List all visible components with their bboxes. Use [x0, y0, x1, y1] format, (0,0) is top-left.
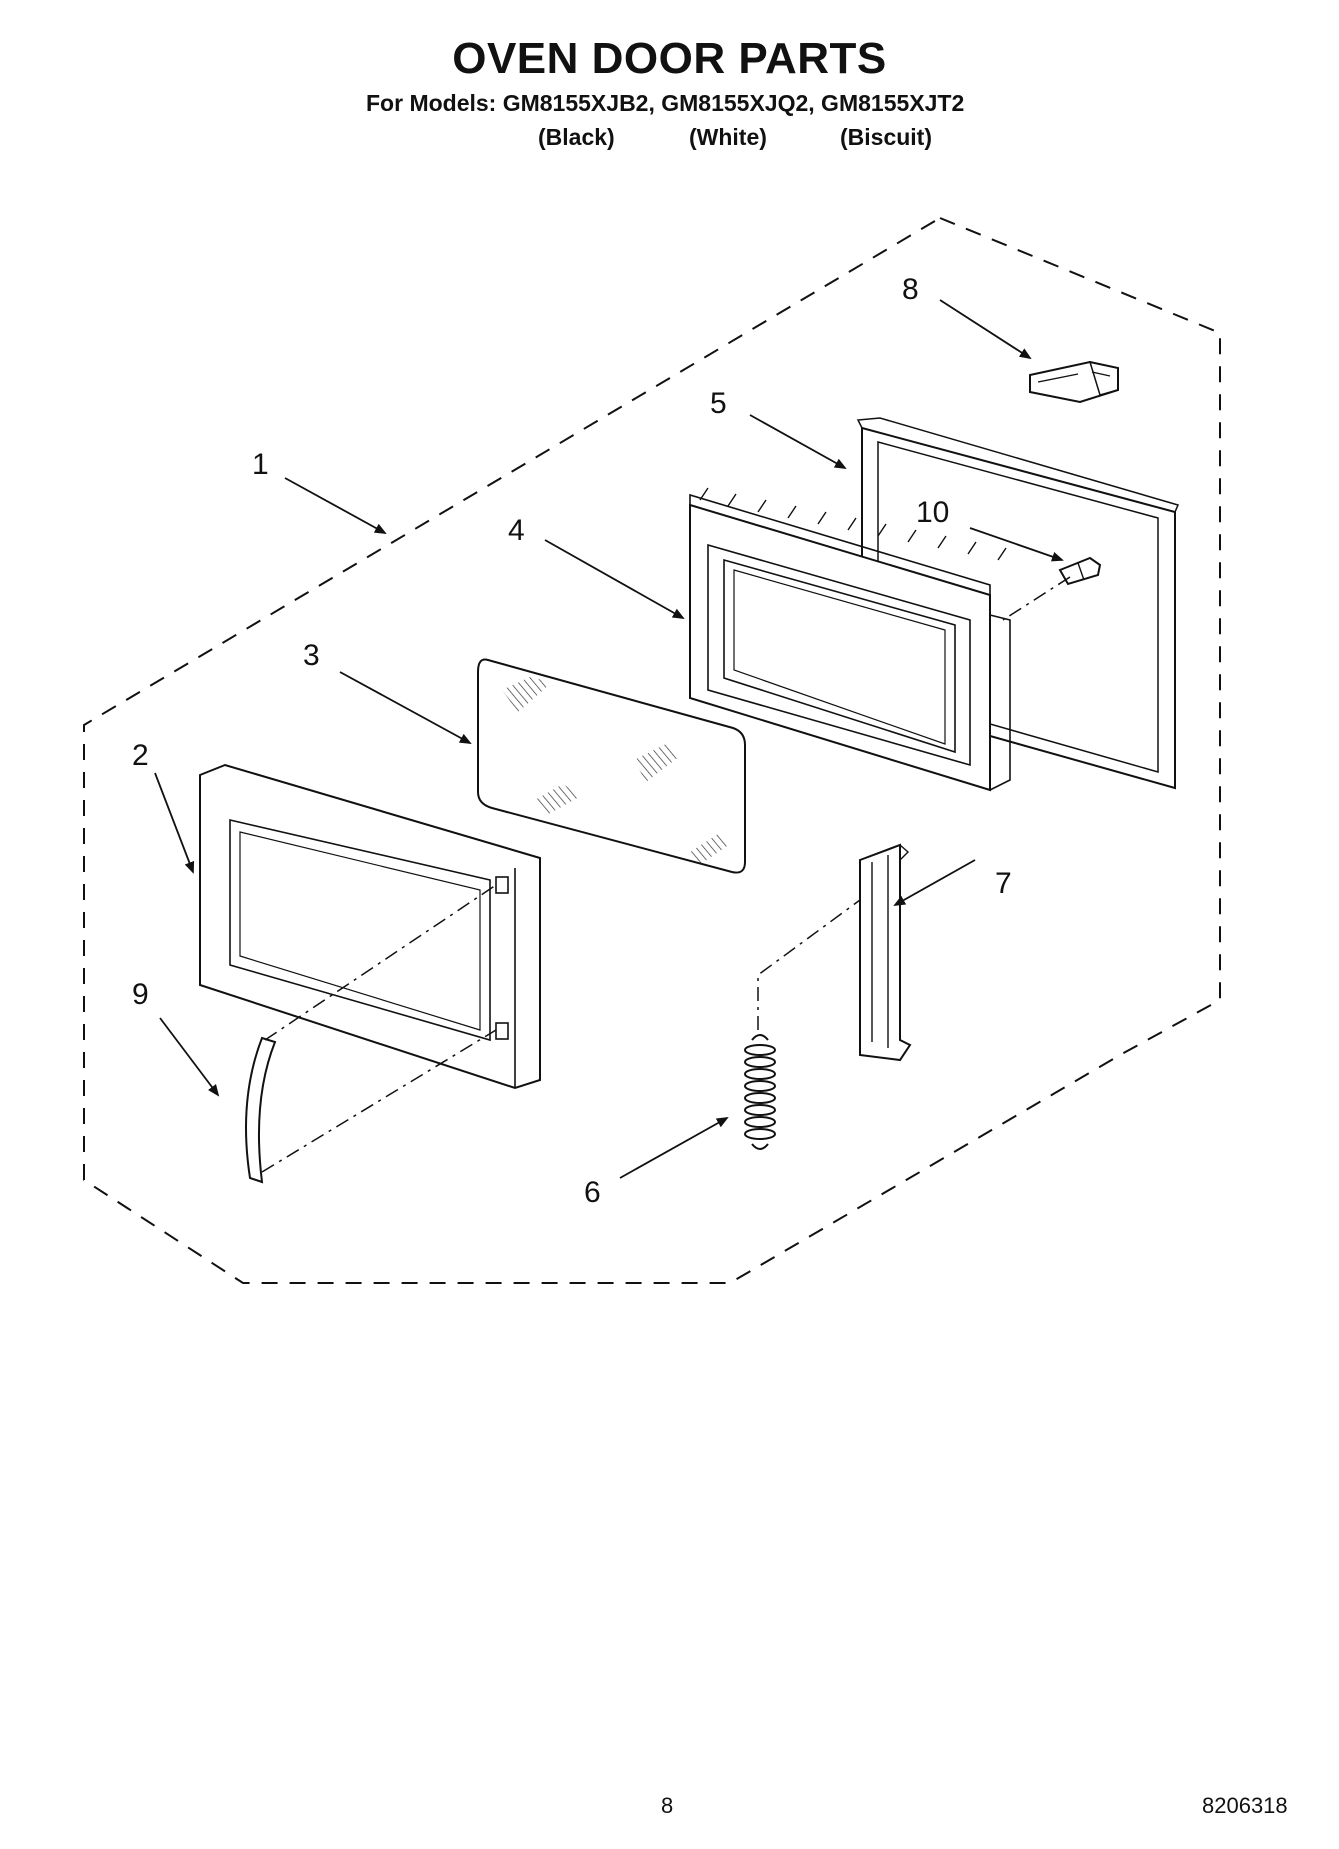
callout-5: 5 — [710, 387, 727, 420]
part-7-latch-bracket — [859, 843, 912, 1062]
document-number: 8206318 — [1202, 1793, 1288, 1818]
part-2-door-frame — [199, 763, 541, 1090]
callout-3: 3 — [303, 639, 320, 672]
callout-6: 6 — [584, 1176, 601, 1209]
part-6-spring — [744, 1034, 776, 1150]
page-number: 8 — [661, 1793, 674, 1818]
part-4-inner-door-frame — [689, 487, 1011, 792]
leader-lines — [154, 299, 1064, 1179]
callout-10: 10 — [916, 496, 949, 529]
variant-white: (White) — [689, 124, 767, 150]
part-9-handle — [245, 1036, 277, 1184]
part-8-latch — [1029, 360, 1119, 404]
models-line: For Models: GM8155XJB2, GM8155XJQ2, GM81… — [366, 90, 965, 116]
variant-black: (Black) — [538, 124, 615, 150]
callout-8: 8 — [902, 273, 919, 306]
callout-4: 4 — [508, 514, 525, 547]
callout-1: 1 — [252, 448, 269, 481]
page-title: OVEN DOOR PARTS — [452, 34, 887, 83]
variant-biscuit: (Biscuit) — [840, 124, 932, 150]
callout-2: 2 — [132, 739, 149, 772]
callout-9: 9 — [132, 978, 149, 1011]
callout-7: 7 — [995, 867, 1012, 900]
part-3-glass-panel — [477, 658, 746, 874]
